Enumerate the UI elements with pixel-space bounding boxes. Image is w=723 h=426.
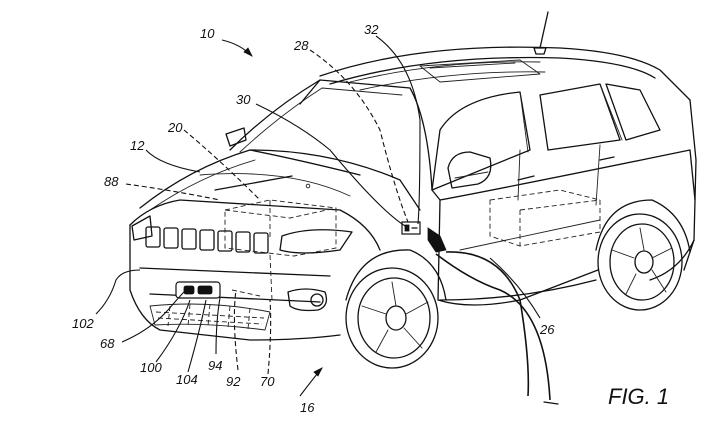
leader-lines [95,35,541,397]
charging-cable [427,227,559,405]
label-16: 16 [300,400,315,415]
front-wheel [345,249,447,369]
label-10: 10 [200,26,215,41]
label-104: 104 [176,372,198,387]
label-92: 92 [226,374,241,389]
rear-wheel [595,199,691,311]
label-26: 26 [539,322,555,337]
front-winch-unit [175,281,221,299]
label-102: 102 [72,316,94,331]
hidden-components [224,189,601,301]
label-70: 70 [260,374,275,389]
label-32: 32 [364,22,379,37]
figure-caption: FIG. 1 [608,384,669,409]
label-94: 94 [208,358,222,373]
label-88: 88 [104,174,119,189]
label-12: 12 [130,138,145,153]
vehicle-body [129,11,697,369]
charging-port [401,221,421,235]
label-30: 30 [236,92,251,107]
label-100: 100 [140,360,162,375]
label-68: 68 [100,336,115,351]
lower-grille-mesh [149,303,271,331]
reference-labels: 10 12 88 20 30 28 32 26 102 68 100 104 9… [72,22,669,415]
grille [145,226,269,254]
label-20: 20 [167,120,183,135]
label-28: 28 [293,38,309,53]
